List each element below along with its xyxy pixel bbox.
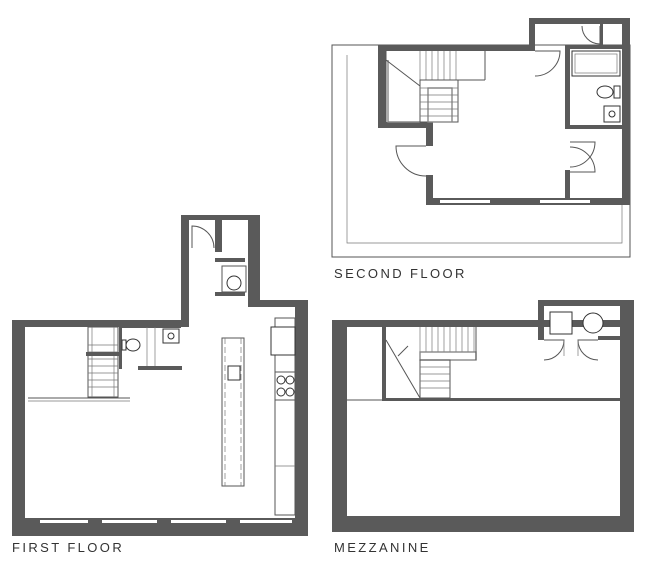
second-floor-bathroom xyxy=(571,50,621,123)
second-floor-plan xyxy=(331,18,631,258)
second-floor-stair xyxy=(385,51,486,123)
first-floor-closet xyxy=(191,225,247,293)
first-floor-stair xyxy=(28,326,130,402)
second-floor-walls xyxy=(378,18,630,205)
mezzanine-plan xyxy=(332,300,634,532)
first-floor-plan xyxy=(12,215,308,536)
second-floor-outline xyxy=(331,44,631,258)
first-floor-kitchen xyxy=(221,317,296,516)
first-floor-walls xyxy=(12,215,308,536)
second-floor-doors xyxy=(395,25,601,177)
mezzanine-laundry-closet xyxy=(543,311,604,361)
second-floor-label: SECOND FLOOR xyxy=(334,266,467,281)
first-floor-powder-room xyxy=(121,327,180,366)
mezzanine-walls xyxy=(332,300,634,532)
first-floor-label: FIRST FLOOR xyxy=(12,540,125,555)
mezzanine-label: MEZZANINE xyxy=(334,540,431,555)
mezzanine-stair xyxy=(385,327,477,399)
